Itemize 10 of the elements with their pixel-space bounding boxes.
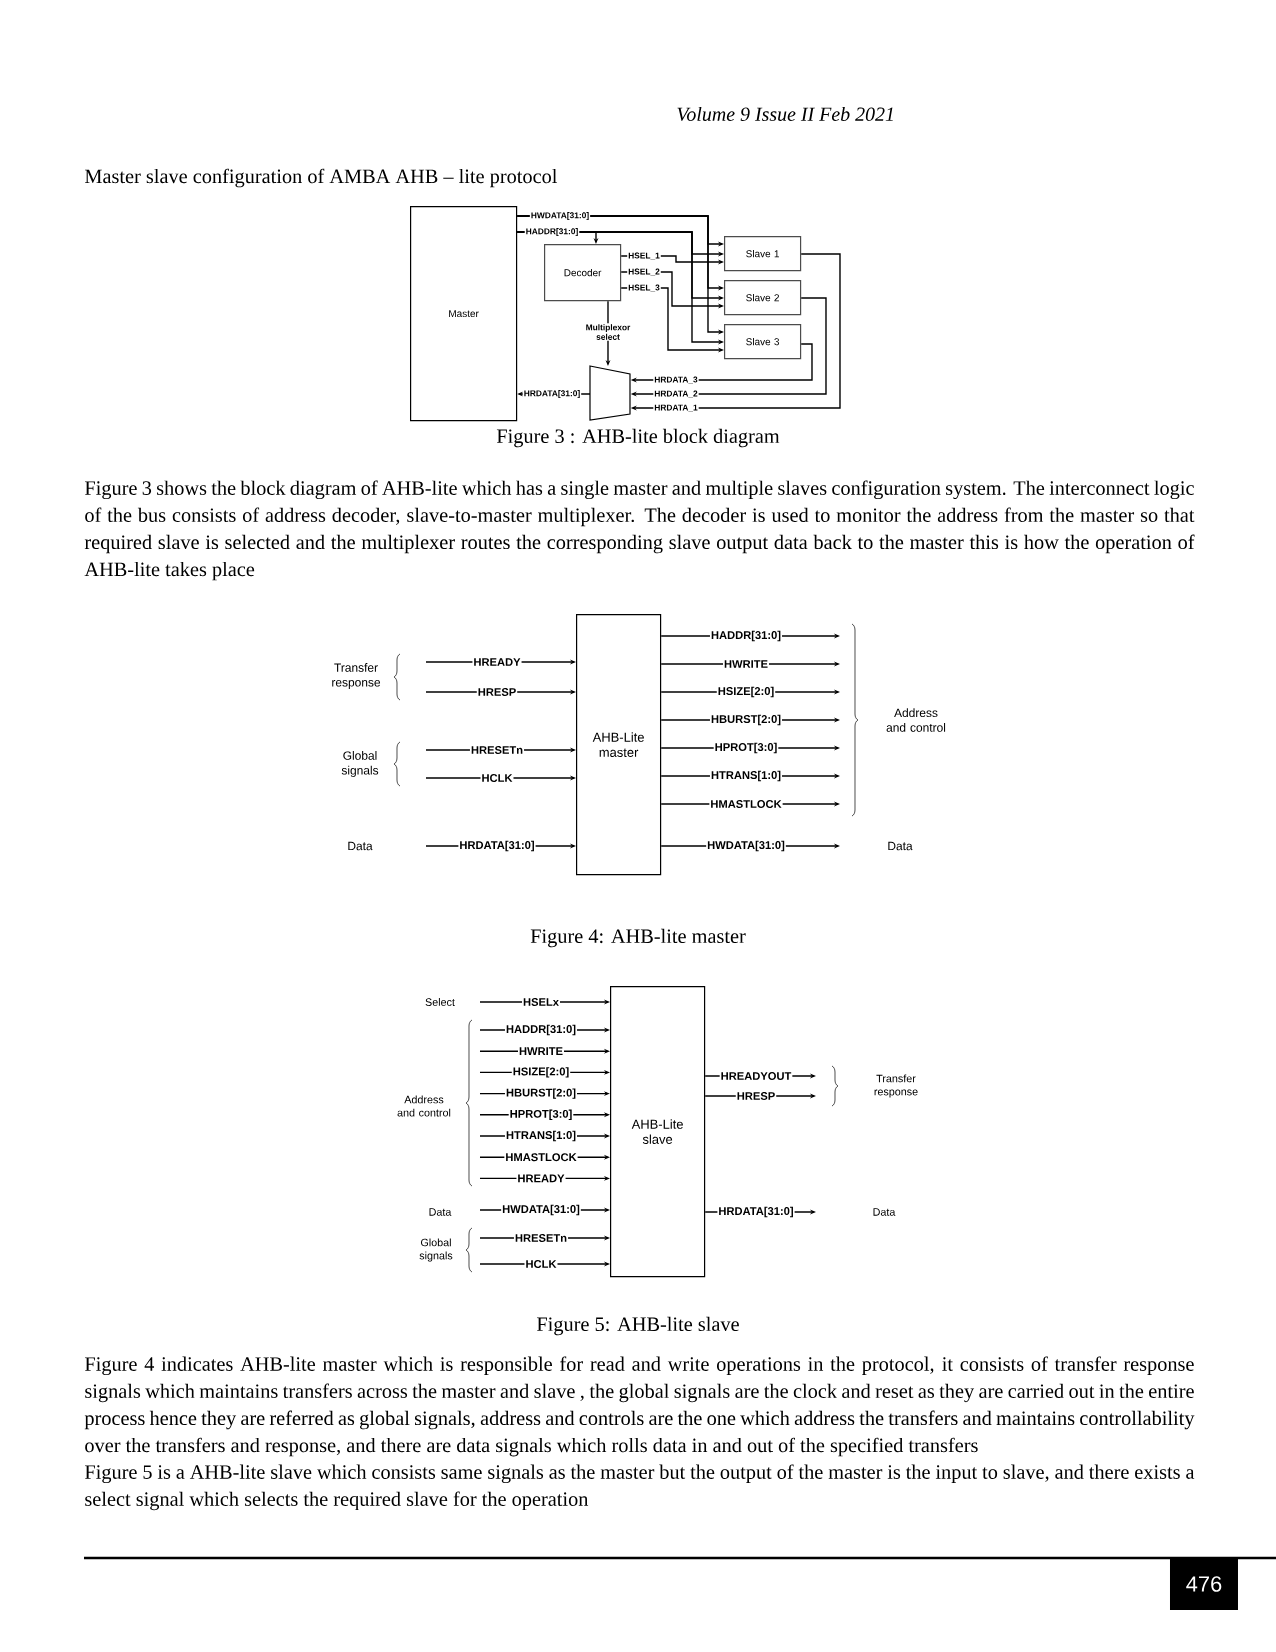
body-paragraph: Figure 5 is a AHB-lite slave which consists same signals as the master but the output of the master is the input to slave, and there exists a select signal which selects the required slave for the operation [85,1464,1195,1511]
body-paragraph: Figure 3 shows the block diagram of AHB-lite which has a single master and multiple slaves configuration system. The interconnect logic of the bus consists of address decoder, slave-to-master multiplexer. The decoder is used to monitor the address from the master so that required slave is selected and the multiplexer routes the corresponding slave output data back to the master this is how the operation of AHB-lite takes place [84,480,1195,581]
heading: Master slave configuration of AMBA AHB – lite protocol [85,168,558,188]
issue-line: Volume 9 Issue II Feb 2021 [677,106,893,122]
body-paragraph: Figure 4 indicates AHB-lite master which is responsible for read and write operations in the protocol, it consists of transfer response signals which maintains transfers across the master and slave , the global signals are the clock and reset as they are carried out in the entire process hence they are referred as global signals, address and controls are the one which address the transfers and maintains controllability over the transfers and response, and there are data signals which rolls data in and out of the specified transfers [84,1356,1195,1457]
multiplexer-shape [589,365,631,421]
figure-caption: Figure 3 : AHB-lite block diagram [496,428,780,448]
figure-caption: Figure 5: AHB-lite slave [537,1316,739,1336]
figure-caption: Figure 4: AHB-lite master [530,928,746,948]
page-number: 476 [1170,1558,1238,1610]
